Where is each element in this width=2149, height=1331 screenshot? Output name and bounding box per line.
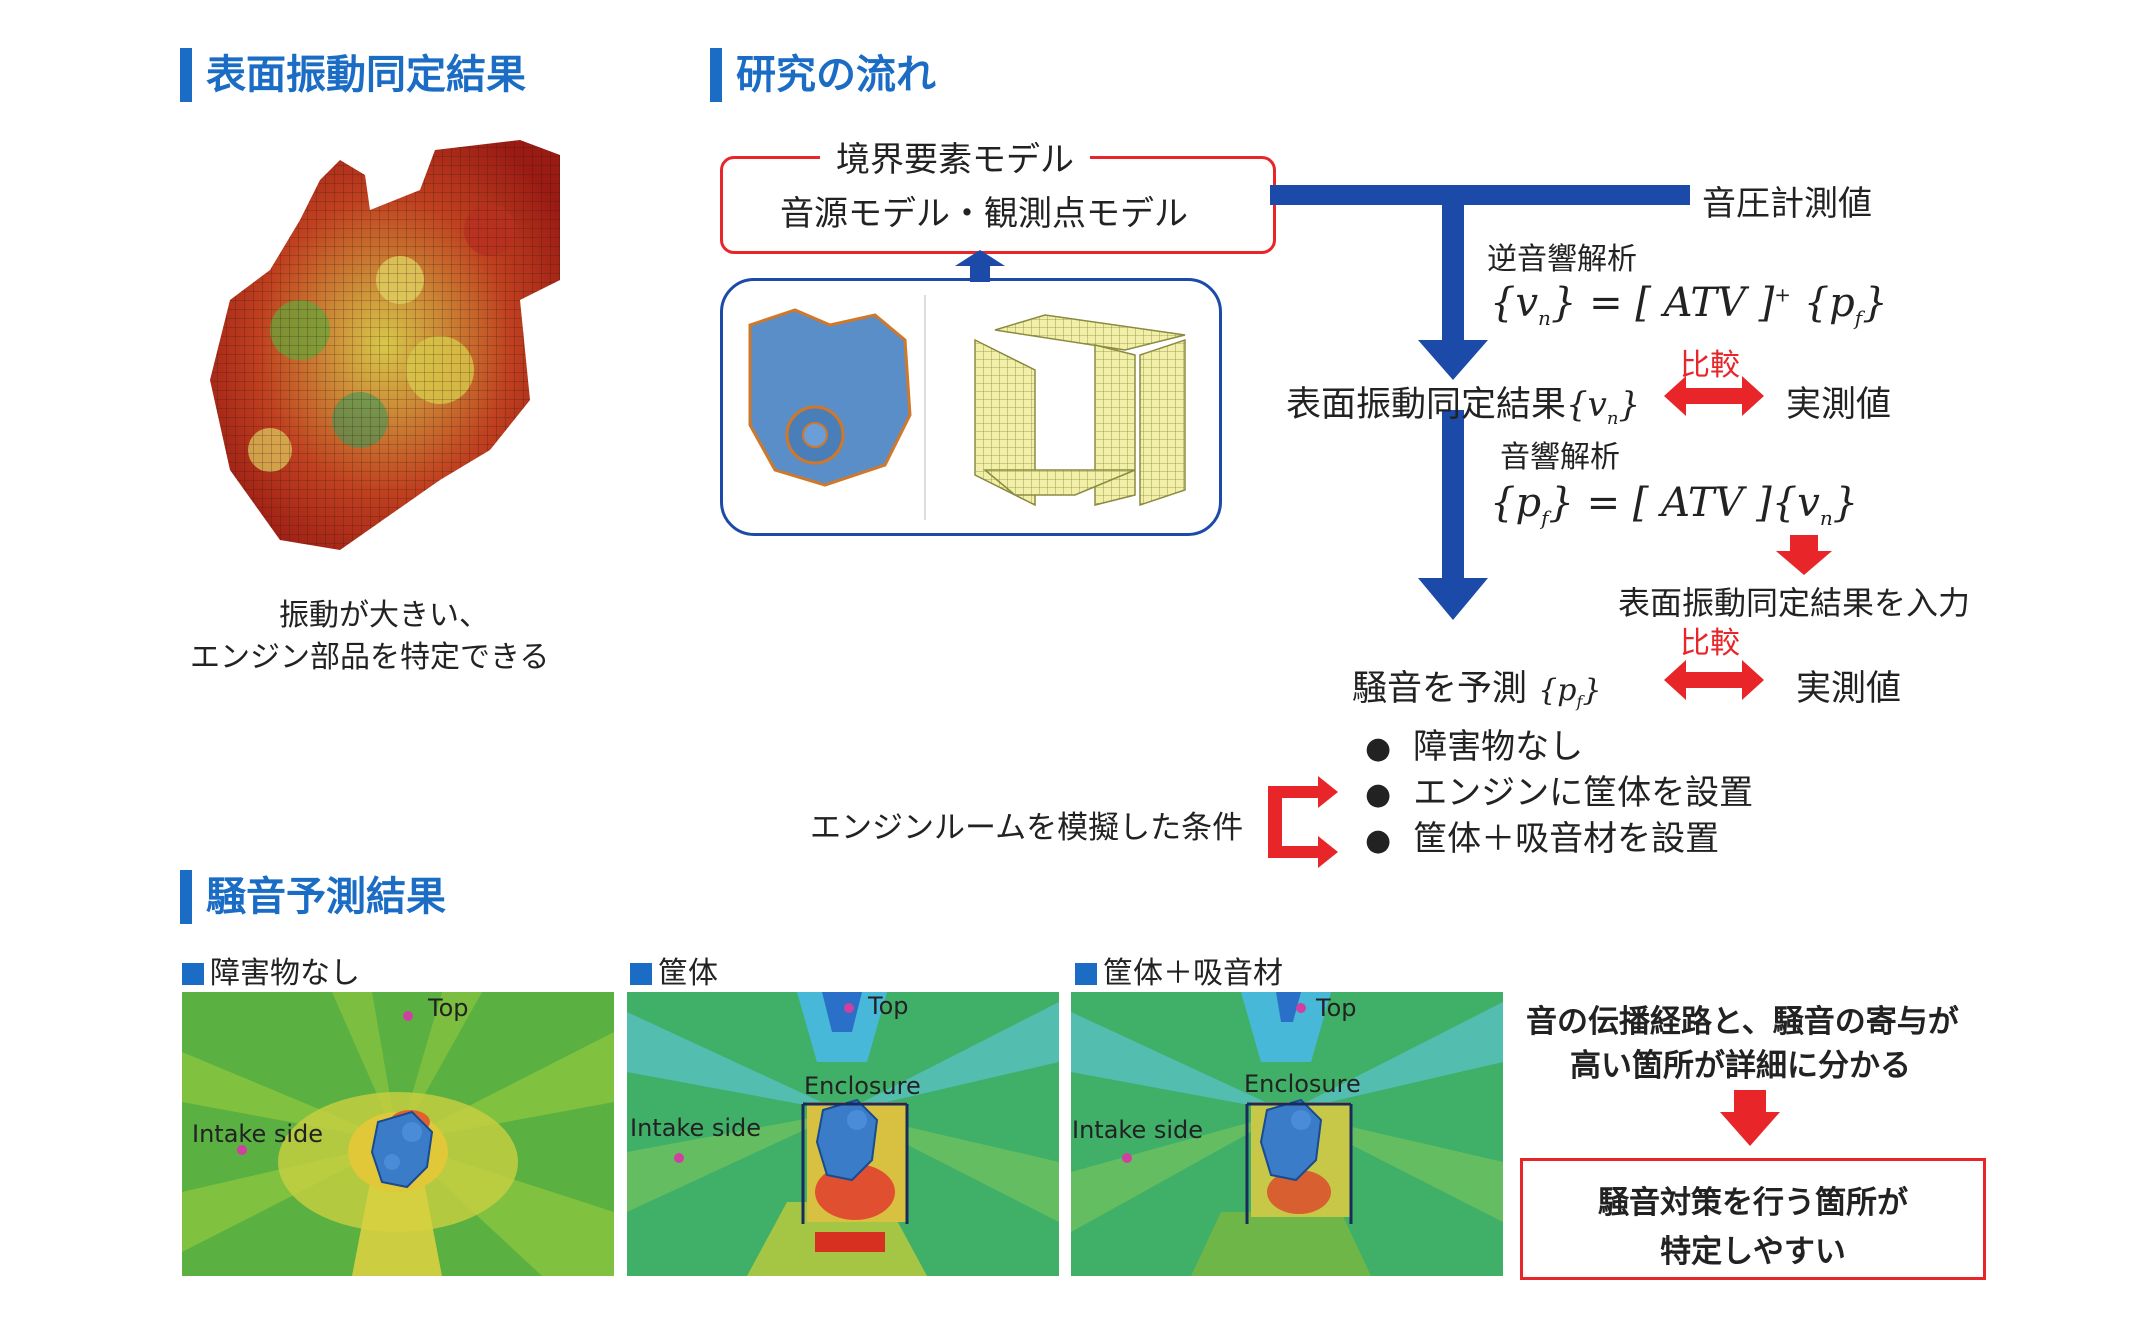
- flow-section-title: 研究の流れ: [710, 48, 936, 102]
- input-down-arrow: [1776, 535, 1832, 575]
- flow-arrows: [1270, 185, 1690, 620]
- acoustic-equation: {pf} = [ ATV ]{vn}: [1490, 480, 1859, 530]
- model-box-line2: 音源モデル・観測点モデル: [780, 194, 1188, 234]
- model-box-line1: 境界要素モデル: [820, 132, 1090, 181]
- panel2-enclosure-label: Enclosure: [804, 1072, 921, 1100]
- square-icon: [1075, 963, 1097, 985]
- pressure-measurement-label: 音圧計測値: [1702, 184, 1872, 224]
- panel3-enclosure-label: Enclosure: [1244, 1070, 1361, 1098]
- measured-value-1: 実測値: [1786, 385, 1892, 425]
- condition-item: 障害物なし: [1365, 724, 1753, 770]
- conclusion-box-line1: 騒音対策を行う箇所が: [1598, 1185, 1908, 1221]
- condition-item: 筐体＋吸音材を設置: [1365, 816, 1753, 862]
- surface-section-title: 表面振動同定結果: [180, 48, 526, 102]
- surface-caption-line2: エンジン部品を特定できる: [190, 640, 550, 675]
- model-image-box: [720, 278, 1222, 536]
- noise-map-enclosure: [627, 992, 1059, 1276]
- engine-vibration-image: [210, 140, 560, 550]
- input-label: 表面振動同定結果を入力: [1618, 584, 1971, 622]
- square-icon: [630, 963, 652, 985]
- conclusion-line2: 高い箇所が詳細に分かる: [1570, 1048, 1911, 1084]
- panel-label-2: 筐体: [630, 948, 718, 992]
- noise-section-title: 騒音予測結果: [180, 870, 446, 924]
- square-icon: [182, 963, 204, 985]
- inverse-analysis-label: 逆音響解析: [1487, 242, 1637, 277]
- up-arrow-icon: [955, 250, 1005, 282]
- noise-map-no-obstacle: [182, 992, 614, 1276]
- acoustic-analysis-label: 音響解析: [1500, 440, 1620, 475]
- condition-item: エンジンに筐体を設置: [1365, 770, 1753, 816]
- compare-arrow-2: [1664, 660, 1764, 700]
- conclusion-box: 騒音対策を行う箇所が 特定しやすい: [1520, 1158, 1986, 1280]
- mesh-model-image: [748, 295, 1186, 520]
- panel1-intake-label: Intake side: [192, 1120, 324, 1148]
- surface-result-label: 表面振動同定結果{vn}: [1286, 385, 1641, 429]
- conclusion-line1: 音の伝播経路と、騒音の寄与が: [1526, 1004, 1959, 1040]
- conditions-bracket-arrow: [1268, 776, 1338, 868]
- noise-predict-label: 騒音を予測 {pf}: [1352, 669, 1602, 711]
- conclusion-down-arrow: [1720, 1090, 1780, 1146]
- panel2-intake-label: Intake side: [630, 1114, 762, 1142]
- inverse-equation: {vn} = [ ATV ]+ {pf}: [1490, 280, 1888, 330]
- compare-label-2: 比較: [1680, 626, 1740, 661]
- compare-arrow-1: [1664, 376, 1764, 416]
- panel1-top-label: Top: [428, 994, 469, 1022]
- conclusion-box-line2: 特定しやすい: [1660, 1234, 1846, 1270]
- conditions-list: 障害物なし エンジンに筐体を設置 筐体＋吸音材を設置: [1365, 724, 1753, 862]
- panel-label-1: 障害物なし: [182, 948, 360, 992]
- compare-label-1: 比較: [1680, 348, 1740, 383]
- surface-caption-line1: 振動が大きい、: [279, 598, 489, 633]
- panel2-top-label: Top: [868, 992, 909, 1020]
- conditions-label: エンジンルームを模擬した条件: [810, 810, 1244, 846]
- panel3-top-label: Top: [1316, 994, 1357, 1022]
- panel3-intake-label: Intake side: [1072, 1116, 1204, 1144]
- noise-map-enclosure-absorber: [1071, 992, 1503, 1276]
- panel-label-3: 筐体＋吸音材: [1075, 948, 1283, 992]
- measured-value-2: 実測値: [1796, 669, 1902, 709]
